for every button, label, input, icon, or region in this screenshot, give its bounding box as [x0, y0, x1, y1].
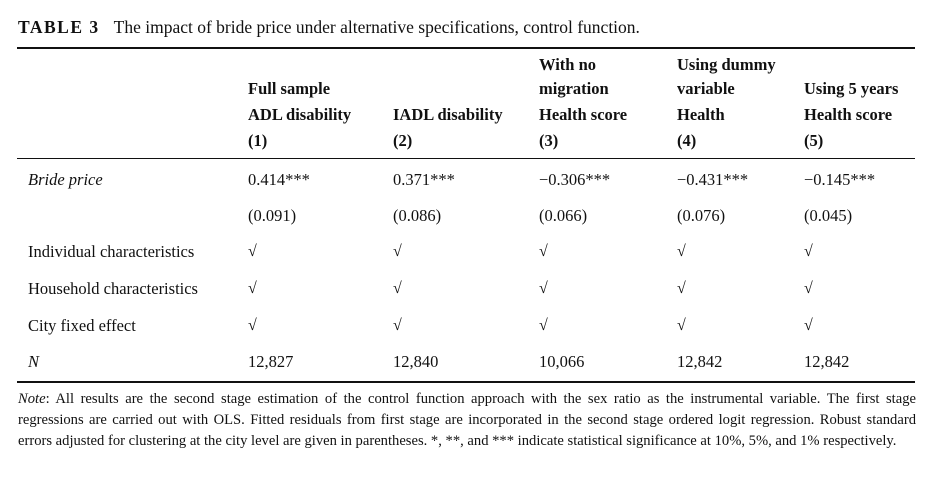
n-col5: 12,842: [804, 352, 850, 371]
col2-dep-var: IADL disability: [393, 105, 503, 124]
col3-number: (3): [539, 131, 559, 150]
row-label-n: N: [28, 352, 40, 371]
household-check-col3: √: [539, 280, 548, 297]
table-note: Note: All results are the second stage e…: [18, 389, 916, 452]
col4-group-label-line1: Using dummy: [677, 55, 776, 74]
col5-dep-var: Health score: [804, 105, 893, 124]
bride-price-se-col4: (0.076): [677, 206, 726, 225]
table-number: TABLE 3: [18, 17, 100, 37]
row-label-household-characteristics: Household characteristics: [28, 279, 198, 298]
individual-check-col2: √: [393, 243, 402, 260]
col1-dep-var: ADL disability: [248, 105, 352, 124]
col1-number: (1): [248, 131, 268, 150]
bride-price-coef-col5: −0.145***: [804, 170, 876, 189]
top-rule: [17, 47, 915, 49]
col5-number: (5): [804, 131, 824, 150]
bride-price-coef-col4: −0.431***: [677, 170, 749, 189]
row-label-bride-price: Bride price: [28, 170, 103, 189]
header-rule: [17, 158, 915, 159]
note-text: : All results are the second stage estim…: [18, 391, 916, 449]
row-label-city-fixed-effect: City fixed effect: [28, 316, 136, 335]
city-fe-check-col1: √: [248, 317, 257, 334]
individual-check-col5: √: [804, 243, 813, 260]
col4-group-label-line2: variable: [677, 79, 735, 98]
bottom-rule: [17, 381, 915, 383]
col3-group-label-line1: With no: [539, 55, 597, 74]
bride-price-se-col3: (0.066): [539, 206, 588, 225]
note-label: Note: [18, 391, 46, 407]
col4-dep-var: Health: [677, 105, 725, 124]
col3-group-label-line2: migration: [539, 79, 609, 98]
individual-check-col4: √: [677, 243, 686, 260]
col4-number: (4): [677, 131, 697, 150]
bride-price-coef-col3: −0.306***: [539, 170, 611, 189]
n-col2: 12,840: [393, 352, 439, 371]
household-check-col1: √: [248, 280, 257, 297]
bride-price-coef-col1: 0.414***: [248, 170, 310, 189]
bride-price-coef-col2: 0.371***: [393, 170, 455, 189]
individual-check-col1: √: [248, 243, 257, 260]
row-label-individual-characteristics: Individual characteristics: [28, 242, 195, 261]
city-fe-check-col4: √: [677, 317, 686, 334]
n-col3: 10,066: [539, 352, 585, 371]
household-check-col5: √: [804, 280, 813, 297]
city-fe-check-col5: √: [804, 317, 813, 334]
n-col4: 12,842: [677, 352, 723, 371]
household-check-col2: √: [393, 280, 402, 297]
household-check-col4: √: [677, 280, 686, 297]
table-title: The impact of bride price under alternat…: [113, 17, 640, 37]
city-fe-check-col3: √: [539, 317, 548, 334]
city-fe-check-col2: √: [393, 317, 402, 334]
individual-check-col3: √: [539, 243, 548, 260]
bride-price-se-col2: (0.086): [393, 206, 442, 225]
n-col1: 12,827: [248, 352, 294, 371]
bride-price-se-col1: (0.091): [248, 206, 297, 225]
col5-group-label: Using 5 years: [804, 79, 899, 98]
table-caption: TABLE 3 The impact of bride price under a…: [18, 17, 640, 38]
col1-group-label: Full sample: [248, 79, 331, 98]
col2-number: (2): [393, 131, 413, 150]
bride-price-se-col5: (0.045): [804, 206, 853, 225]
col3-dep-var: Health score: [539, 105, 628, 124]
